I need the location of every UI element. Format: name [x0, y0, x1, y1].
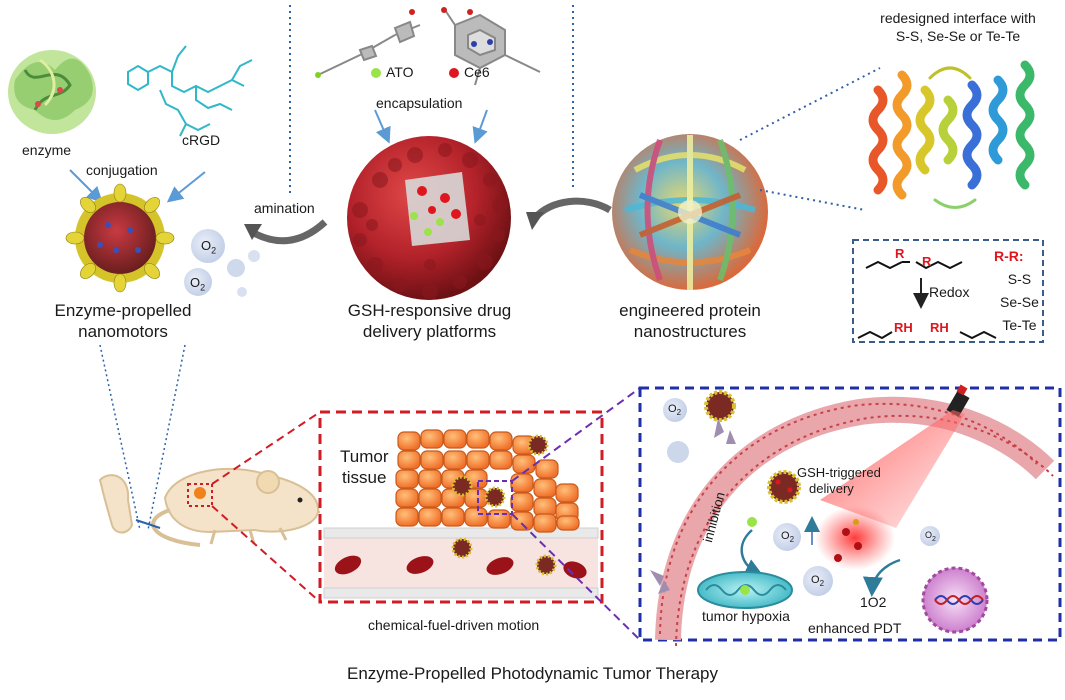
singlet-oxygen-arrow	[862, 558, 901, 597]
ce6-legend-dot	[449, 68, 459, 78]
helix-bundle-image	[868, 60, 1035, 209]
nanomotor-outside	[704, 390, 736, 422]
o2-label: O2	[190, 275, 206, 293]
laser-spot	[815, 506, 895, 570]
crgd-arrow	[166, 171, 206, 203]
rh-label: RH	[894, 320, 913, 335]
encapsulation-arrow-left	[374, 109, 391, 144]
redox-options: S-S Se-Se Te-Te	[1000, 271, 1039, 333]
crgd-label: cRGD	[182, 132, 221, 148]
o2-bubble	[667, 441, 689, 463]
o2-bubble	[248, 250, 260, 262]
nucleus-image	[921, 566, 989, 634]
zoom-line-7	[511, 387, 641, 482]
o2-bubble	[920, 526, 940, 546]
o2-bubble	[663, 398, 687, 422]
o2-bubble	[237, 287, 247, 297]
o2-bubble	[191, 229, 225, 263]
redox-r-label: R	[922, 254, 932, 269]
zoom-focus-box	[477, 480, 513, 515]
zoom-line-8	[511, 513, 641, 641]
o2-bubble	[184, 268, 212, 296]
enzyme-arrow	[69, 169, 103, 203]
zoom-line-6	[211, 505, 321, 603]
zoom-line-5	[211, 411, 321, 485]
enzyme-structure-image	[8, 50, 96, 134]
crgd-structure-image	[127, 45, 253, 137]
o2-label: O2	[781, 530, 795, 545]
rr-label: R-R:	[994, 248, 1024, 264]
mouse-image	[151, 467, 324, 547]
mitochondrion-image	[697, 571, 793, 609]
drug-delivery-platform-image	[347, 136, 511, 300]
ato-legend-dot	[371, 68, 381, 78]
o2-label: O2	[811, 574, 825, 589]
tumor-cells	[395, 429, 580, 533]
nanomotor-inside	[767, 470, 801, 504]
redox-box	[852, 239, 1044, 343]
ato-molecule-image	[315, 9, 421, 78]
amination-arrowhead	[244, 224, 262, 240]
redox-label: Redox	[929, 284, 970, 300]
ce6-molecule-image	[441, 7, 541, 86]
receptors	[650, 418, 736, 594]
assembly-arrowhead	[526, 212, 544, 230]
hypoxia-label: tumor hypoxia	[702, 608, 790, 624]
rh-label: RH	[930, 320, 949, 335]
amination-label: amination	[254, 200, 315, 216]
ato-label: ATO	[386, 64, 414, 80]
assembly-arrow	[532, 197, 612, 221]
o2-bubble	[773, 523, 801, 551]
encapsulation-label: encapsulation	[376, 95, 463, 111]
o2-label: O2	[668, 403, 682, 418]
nanomotors-in-tissue	[451, 434, 557, 576]
cell-membrane	[655, 396, 1055, 641]
conjugation-label: conjugation	[86, 162, 158, 178]
ce6-label: Ce6	[464, 64, 490, 80]
zoom-line-3	[99, 344, 141, 531]
o2-label: O2	[925, 530, 936, 543]
hand-syringe-image	[98, 474, 161, 534]
zoom-line-4	[147, 344, 186, 531]
o2-bubble	[227, 259, 245, 277]
nanomotor-image	[65, 183, 175, 293]
laser-device-icon	[946, 384, 970, 418]
laser-beam	[820, 410, 965, 528]
amination-arrow	[250, 219, 328, 245]
encapsulation-arrow-right	[472, 109, 488, 144]
red-blood-cells	[334, 555, 587, 579]
pdt-label: enhanced PDT	[808, 620, 902, 636]
figure-title: Enzyme-Propelled Photodynamic Tumor Ther…	[346, 664, 719, 683]
zoom-line-1	[739, 67, 881, 141]
protein-cage-image	[612, 134, 768, 290]
o2-label: O2	[201, 238, 217, 256]
zoom-line-2	[759, 189, 866, 211]
enzyme-label: enzyme	[22, 142, 72, 158]
o2-bubble	[803, 566, 833, 596]
motion-label: chemical-fuel-driven motion	[368, 617, 540, 633]
redox-r-label: R	[895, 246, 905, 261]
singlet-oxygen-label: 1O2	[860, 594, 887, 610]
